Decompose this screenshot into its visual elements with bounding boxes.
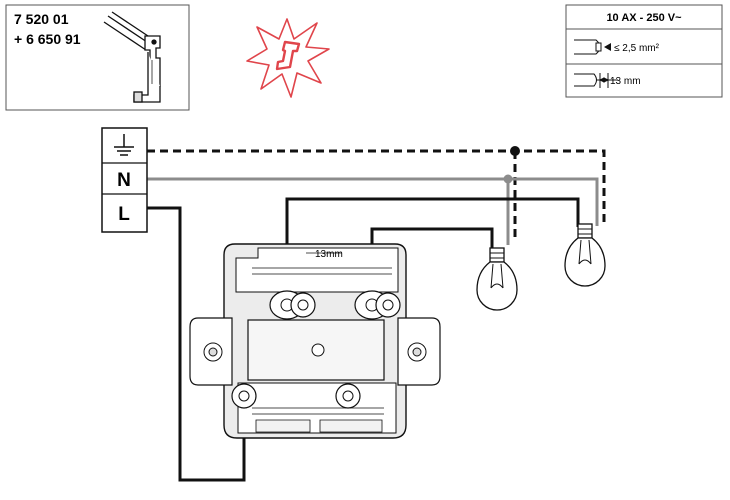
cable-section-icon [574,39,611,55]
spec-rating: 10 AX - 250 V~ [606,12,682,24]
product-ref-1: 7 520 01 [14,11,69,27]
earth-icon [114,134,134,156]
terminal-screw-bottom-right [335,383,361,409]
product-ref-2: + 6 650 91 [14,31,81,47]
mounting-lug-right [397,317,441,386]
terminal-screw-top-left [269,290,316,320]
live-wire [147,206,246,482]
switch-strip-gauge: 13mm [315,249,343,260]
lamp-2-icon [564,223,606,287]
terminal-screw-top-right [354,290,401,320]
mounting-bracket-icon [103,11,161,103]
spec-wire-section: ≤ 2,5 mm² [614,43,660,54]
neutral-wire [147,177,599,226]
terminal-screw-bottom-left [231,383,257,409]
terminal-live-label: L [118,204,130,225]
mounting-lug-left [189,317,233,386]
earth-junction [510,146,520,156]
spec-strip-length: 13 mm [610,76,641,87]
earth-wire [147,149,606,222]
strip-length-icon [574,73,618,88]
switch-mechanism: 13mm [189,243,441,439]
lamp-1-icon [476,247,518,311]
neutral-junction [503,174,513,184]
terminal-block: N L [101,127,148,233]
warning-burst-icon [246,18,330,98]
spec-box: 10 AX - 250 V~ ≤ 2,5 mm² 13 mm [565,4,723,98]
terminal-neutral-label: N [117,170,131,191]
product-reference-box: 7 520 01 + 6 650 91 [5,4,190,111]
